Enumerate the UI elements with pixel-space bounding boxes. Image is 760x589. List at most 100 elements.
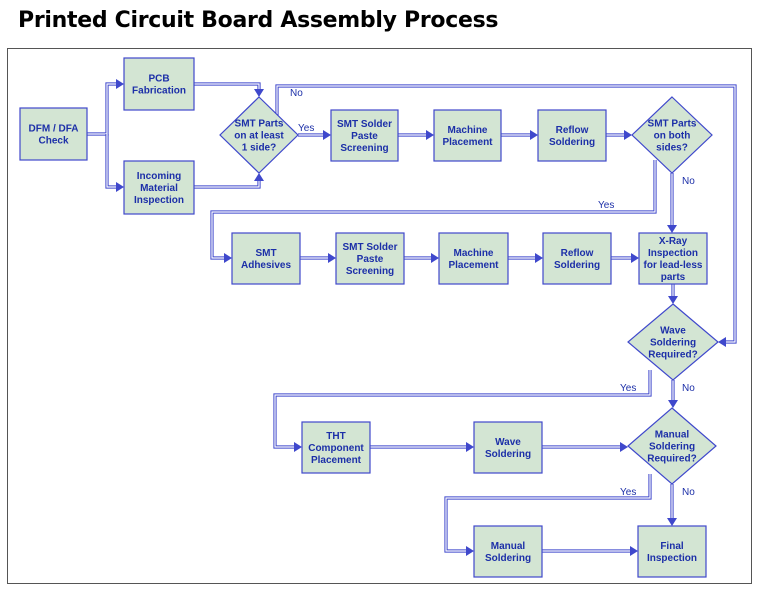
smt-solder-paste-screening-box-2-label-line: SMT Solder xyxy=(342,242,397,253)
reflow-soldering-box-2-label-line: Reflow xyxy=(561,248,594,259)
machine-placement-box-2-label-line: Placement xyxy=(448,260,499,271)
wave-soldering-required-decision-shape xyxy=(627,303,719,381)
conn-both-yes-adhesives xyxy=(210,160,657,263)
smt-solder-paste-screening-box-1-label-line: SMT Solder xyxy=(337,119,392,130)
manual-soldering-box-label-line: Soldering xyxy=(485,553,531,564)
yes-label-smt-parts: Yes xyxy=(298,123,314,134)
smt-parts-one-side-decision-shape xyxy=(219,96,299,174)
conn-xray-wave-arrowhead xyxy=(668,296,678,304)
conn-incoming-smt xyxy=(194,173,264,189)
conn-manual-final xyxy=(542,546,638,556)
conn-manual-final-arrowhead xyxy=(630,546,638,556)
pcb-fabrication-box-label-line: PCB xyxy=(148,74,169,85)
conn-machine2-reflow2 xyxy=(508,253,543,263)
no-label-both-sides: No xyxy=(682,176,695,187)
smt-solder-paste-screening-box-1-label-line: Screening xyxy=(340,143,388,154)
tht-component-placement-box-shape xyxy=(301,421,371,474)
final-inspection-box-label-line: Inspection xyxy=(647,553,697,564)
incoming-material-inspection-box-shape xyxy=(123,160,195,215)
conn-pcb-smt-arrowhead xyxy=(254,89,264,97)
conn-pcb-smt-line-inner xyxy=(194,83,260,91)
diagram-frame xyxy=(7,48,752,584)
incoming-material-inspection-box-label-line: Material xyxy=(140,183,178,194)
machine-placement-box-1-label-line: Placement xyxy=(442,137,493,148)
conn-wave-manualreq-arrowhead xyxy=(620,442,628,452)
pcb-fabrication-box-label-line: Fabrication xyxy=(132,86,186,97)
manual-soldering-required-decision-label-line: Manual xyxy=(655,430,690,441)
conn-reflow1-both-arrowhead xyxy=(624,130,632,140)
dfm-dfa-check-box-label-line: DFM / DFA xyxy=(29,124,79,135)
dfm-dfa-check-box-shape xyxy=(19,107,88,161)
wave-soldering-box-label-line: Soldering xyxy=(485,449,531,460)
conn-both-yes-adhesives-line-inner xyxy=(211,160,656,259)
machine-placement-box-1-shape xyxy=(433,109,502,162)
conn-paste1-machine1-arrowhead xyxy=(426,130,434,140)
wave-soldering-required-decision-label-line: Wave xyxy=(660,326,686,337)
wave-soldering-box-label-line: Wave xyxy=(495,437,521,448)
machine-placement-box-2-label-line: Machine xyxy=(453,248,493,259)
conn-manualreq-yes-manual xyxy=(444,474,652,556)
conn-manualreq-no-final xyxy=(667,484,677,526)
conn-smt-paste1-arrowhead xyxy=(323,130,331,140)
wave-soldering-required-decision-label-line: Soldering xyxy=(650,338,696,349)
smt-parts-both-sides-decision-label-line: sides? xyxy=(656,143,688,154)
conn-wave-no-manualreq xyxy=(668,380,678,408)
conn-dfm-incoming-arrowhead xyxy=(116,182,124,192)
machine-placement-box-1-label-line: Machine xyxy=(447,125,487,136)
yes-label-wave-required: Yes xyxy=(620,383,636,394)
smt-adhesives-box-label-line: SMT xyxy=(255,248,276,259)
conn-manualreq-yes-manual-line-inner xyxy=(445,474,651,552)
conn-incoming-smt-line xyxy=(194,179,261,189)
conn-both-no-xray-arrowhead xyxy=(667,225,677,233)
conn-smt-no-loop xyxy=(275,84,737,347)
conn-dfm-pcb xyxy=(87,79,124,136)
conn-both-no-xray xyxy=(667,173,677,233)
no-label-manual-required: No xyxy=(682,487,695,498)
reflow-soldering-box-1-label-line: Reflow xyxy=(556,125,589,136)
smt-parts-both-sides-decision-shape xyxy=(631,96,713,174)
final-inspection-box-shape xyxy=(637,525,707,578)
machine-placement-box-2-shape xyxy=(438,232,509,285)
conn-tht-wave xyxy=(370,442,474,452)
conn-dfm-incoming-line-inner xyxy=(106,134,118,188)
conn-dfm-pcb-line-inner xyxy=(87,83,118,135)
yes-label-both-sides: Yes xyxy=(598,200,614,211)
smt-solder-paste-screening-box-2-label-line: Screening xyxy=(346,266,394,277)
conn-smt-paste1 xyxy=(298,130,331,140)
conn-dfm-incoming xyxy=(105,134,124,192)
conn-manualreq-no-final-arrowhead xyxy=(667,518,677,526)
conn-both-yes-adhesives-arrowhead xyxy=(224,253,232,263)
conn-paste2-machine2 xyxy=(404,253,439,263)
tht-component-placement-box-label-line: THT xyxy=(326,431,345,442)
smt-parts-one-side-decision-label-line: SMT Parts xyxy=(235,119,284,130)
conn-incoming-smt-arrowhead xyxy=(254,173,264,181)
pcb-fabrication-box-shape xyxy=(123,57,195,111)
xray-inspection-box-label-line: Inspection xyxy=(648,248,698,259)
manual-soldering-required-decision-label-line: Soldering xyxy=(649,442,695,453)
conn-paste2-machine2-arrowhead xyxy=(431,253,439,263)
conn-pcb-smt-line xyxy=(194,82,261,91)
conn-xray-wave xyxy=(668,284,678,304)
conn-adhesives-paste2-arrowhead xyxy=(328,253,336,263)
conn-wave-manualreq xyxy=(542,442,628,452)
smt-parts-one-side-decision-label-line: on at least xyxy=(234,131,284,142)
smt-parts-one-side-decision-label-line: 1 side? xyxy=(242,143,276,154)
conn-smt-no-loop-arrowhead xyxy=(718,337,726,347)
no-label-wave-required: No xyxy=(682,383,695,394)
